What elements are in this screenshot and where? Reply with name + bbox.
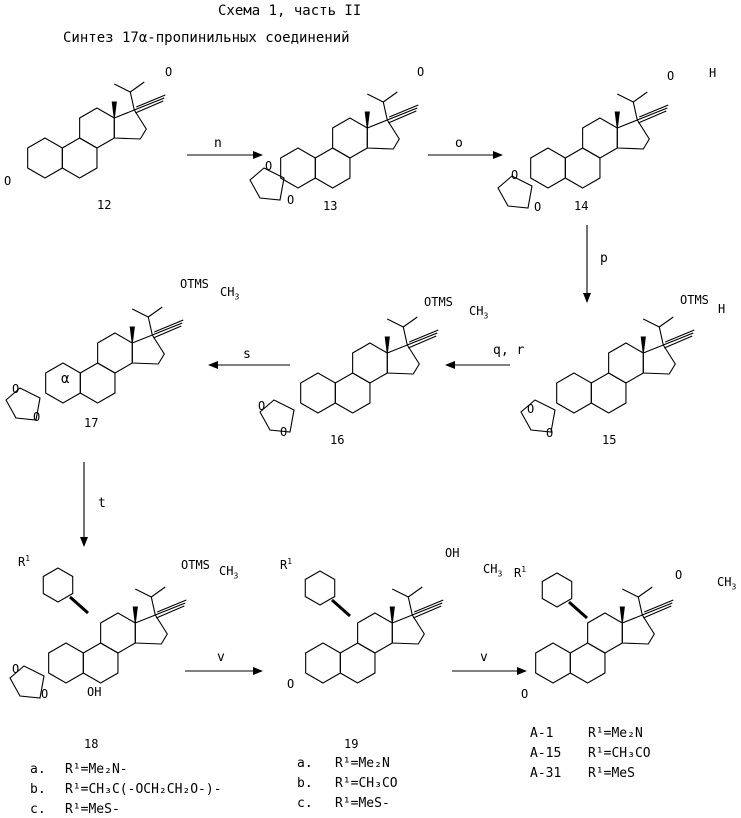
ch3-17: CH3 (220, 286, 239, 301)
structure-18 (49, 587, 187, 683)
oh-18: OH (87, 686, 101, 698)
legend-substituent: R¹=MeS- (335, 797, 390, 810)
arrow-label-v2: v (480, 651, 488, 664)
arrow-label-qr: q, r (493, 344, 524, 357)
structure-13 (281, 92, 419, 188)
arrow-label-n: n (214, 137, 222, 150)
compound-number-19: 19 (344, 738, 358, 750)
legend-substituent: R¹=MeS (588, 767, 635, 780)
structure-15 (557, 317, 695, 413)
arrow-label-p: p (600, 252, 608, 265)
legend-key: a. (30, 763, 46, 776)
arrow-label-o: o (455, 137, 463, 150)
atom-o-15-b: O (546, 427, 553, 439)
atom-o-14-a: O (511, 169, 518, 181)
atom-o-15-a: O (527, 403, 534, 415)
atom-o-14-ketone: O (667, 70, 674, 82)
legend-substituent: R¹=Me₂N (335, 757, 390, 770)
compound-number-15: 15 (602, 434, 616, 446)
atom-o-18-a: O (12, 663, 19, 675)
legend-key: b. (30, 783, 46, 796)
compound-number-16: 16 (330, 434, 344, 446)
structure-a (536, 587, 674, 683)
oh-19: OH (445, 547, 459, 559)
legend-key: A-1 (530, 727, 553, 740)
alpha-label-17: α (61, 372, 69, 386)
compound-number-18: 18 (84, 738, 98, 750)
compound-number-17: 17 (84, 417, 98, 429)
atom-o-18-b: O (41, 688, 48, 700)
legend-substituent: R¹=CH₃CO (335, 777, 398, 790)
otms-16: OTMS (424, 296, 453, 308)
r1-18: R1 (18, 555, 30, 568)
compound-number-12: 12 (97, 199, 111, 211)
otms-17: OTMS (180, 278, 209, 290)
legend-key: b. (297, 777, 313, 790)
arrow-label-t: t (98, 497, 106, 510)
legend-key: A-15 (530, 747, 561, 760)
atom-o-17-b: O (33, 411, 40, 423)
aryl-a (542, 573, 587, 618)
r1-19: R1 (280, 558, 292, 571)
arrow-label-v1: v (217, 651, 225, 664)
atom-h-15: H (718, 303, 725, 315)
legend-key: a. (297, 757, 313, 770)
structure-16 (301, 317, 439, 413)
structure-12 (28, 82, 166, 178)
atom-o-17-a: O (12, 383, 19, 395)
atom-o-16-a: O (258, 400, 265, 412)
aryl-19 (305, 571, 350, 616)
legend-key: c. (297, 797, 313, 810)
otms-15: OTMS (680, 294, 709, 306)
legend-substituent: R¹=CH₃CO (588, 747, 651, 760)
legend-substituent: R¹=CH₃C(-OCH₂CH₂O-)- (65, 783, 222, 796)
compound-number-13: 13 (323, 200, 337, 212)
atom-o-12: O (4, 175, 11, 187)
structure-17 (46, 307, 184, 403)
r1-a: R1 (514, 566, 526, 579)
atom-o-19: O (287, 678, 294, 690)
ch3-a: CH3 (717, 576, 736, 591)
otms-18: OTMS (181, 559, 210, 571)
atom-o-13-a: O (265, 160, 272, 172)
atom-o-a-ketone: O (675, 569, 682, 581)
aryl-18 (43, 568, 88, 613)
compound-number-14: 14 (574, 200, 588, 212)
legend-substituent: R¹=MeS- (65, 803, 120, 816)
ch3-19: CH3 (483, 563, 502, 578)
ch3-18: CH3 (219, 565, 238, 580)
arrow-label-s: s (243, 348, 251, 361)
atom-o-a: O (521, 688, 528, 700)
legend-substituent: R¹=Me₂N- (65, 763, 128, 776)
atom-o-13-ketone: O (417, 66, 424, 78)
legend-key: A-31 (530, 767, 561, 780)
structure-14 (531, 92, 669, 188)
atom-o-16-b: O (280, 426, 287, 438)
atom-h-14: H (709, 67, 716, 79)
atom-o-13-b: O (287, 194, 294, 206)
ch3-16: CH3 (469, 305, 488, 320)
legend-substituent: R¹=Me₂N (588, 727, 643, 740)
legend-key: c. (30, 803, 46, 816)
atom-o-14-b: O (534, 201, 541, 213)
atom-o-12-ketone: O (165, 66, 172, 78)
